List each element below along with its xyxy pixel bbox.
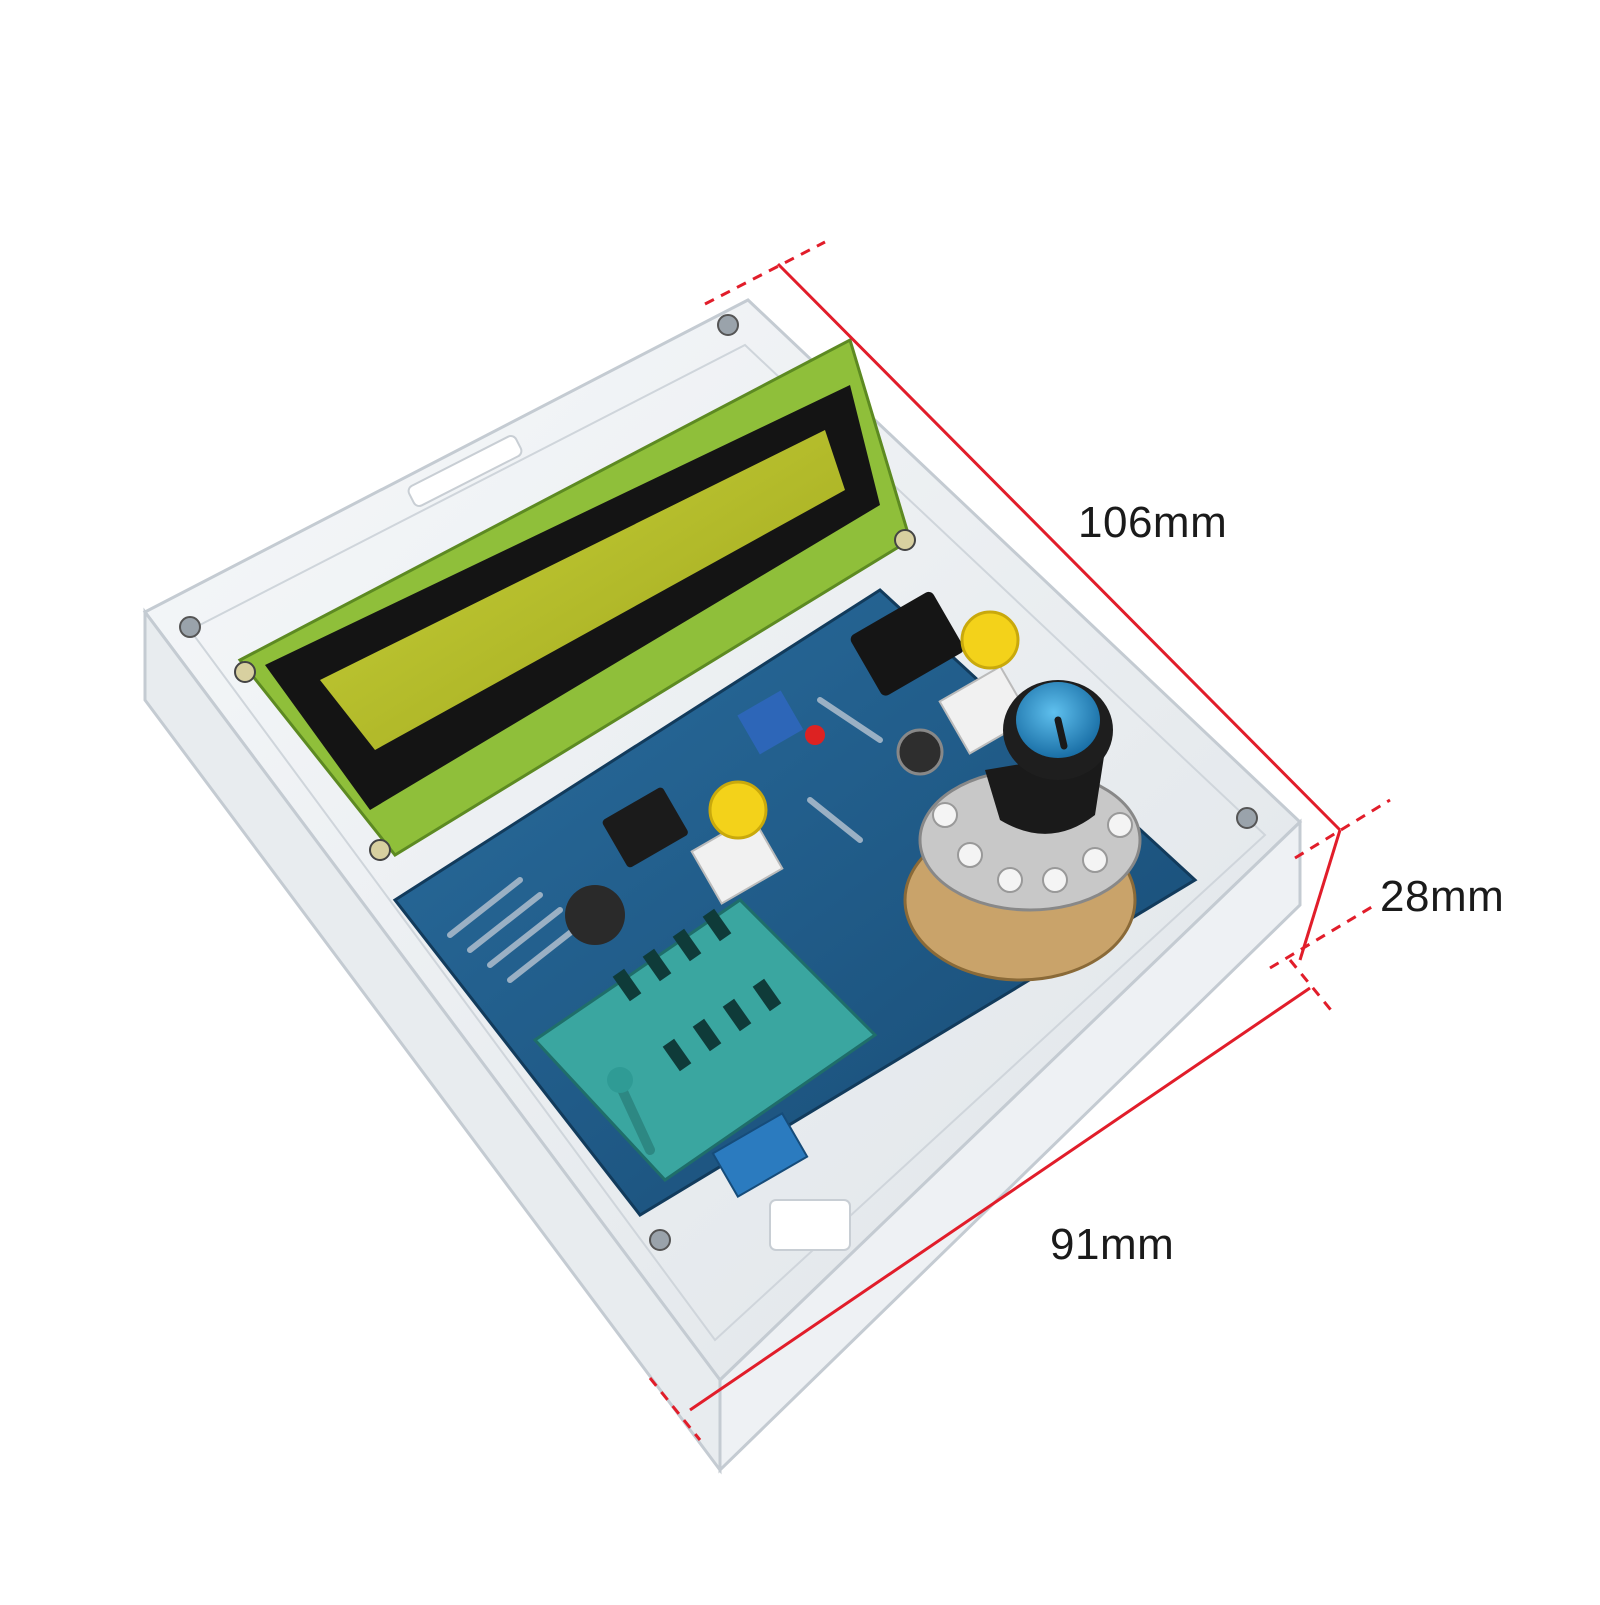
lcd-module	[234, 337, 916, 861]
trimmer-pot	[737, 690, 804, 755]
dimension-label-length: 106mm	[1078, 498, 1228, 547]
dimension-label-width: 91mm	[1050, 1220, 1175, 1269]
inductor	[565, 885, 625, 945]
dimension-label-height: 28mm	[1380, 872, 1505, 921]
dimension-line-width	[689, 986, 1311, 1412]
rotary-switch	[903, 768, 1142, 982]
dimension-line-length	[776, 262, 1342, 832]
case-screws	[179, 314, 1258, 1251]
zif-socket-icon	[532, 898, 878, 1182]
push-button-2	[938, 610, 1032, 755]
terminal-block	[711, 1111, 809, 1199]
dimension-lines	[648, 240, 1391, 1441]
dimension-line-height	[1298, 829, 1342, 961]
lcd-display-icon	[320, 430, 845, 750]
led-indicator	[805, 725, 825, 745]
rotary-knob-icon	[985, 680, 1113, 834]
push-button-1	[690, 780, 784, 905]
resistor-array	[447, 697, 883, 983]
dc-jack	[850, 591, 964, 696]
capacitor	[896, 728, 944, 776]
ic-chip	[602, 787, 688, 868]
